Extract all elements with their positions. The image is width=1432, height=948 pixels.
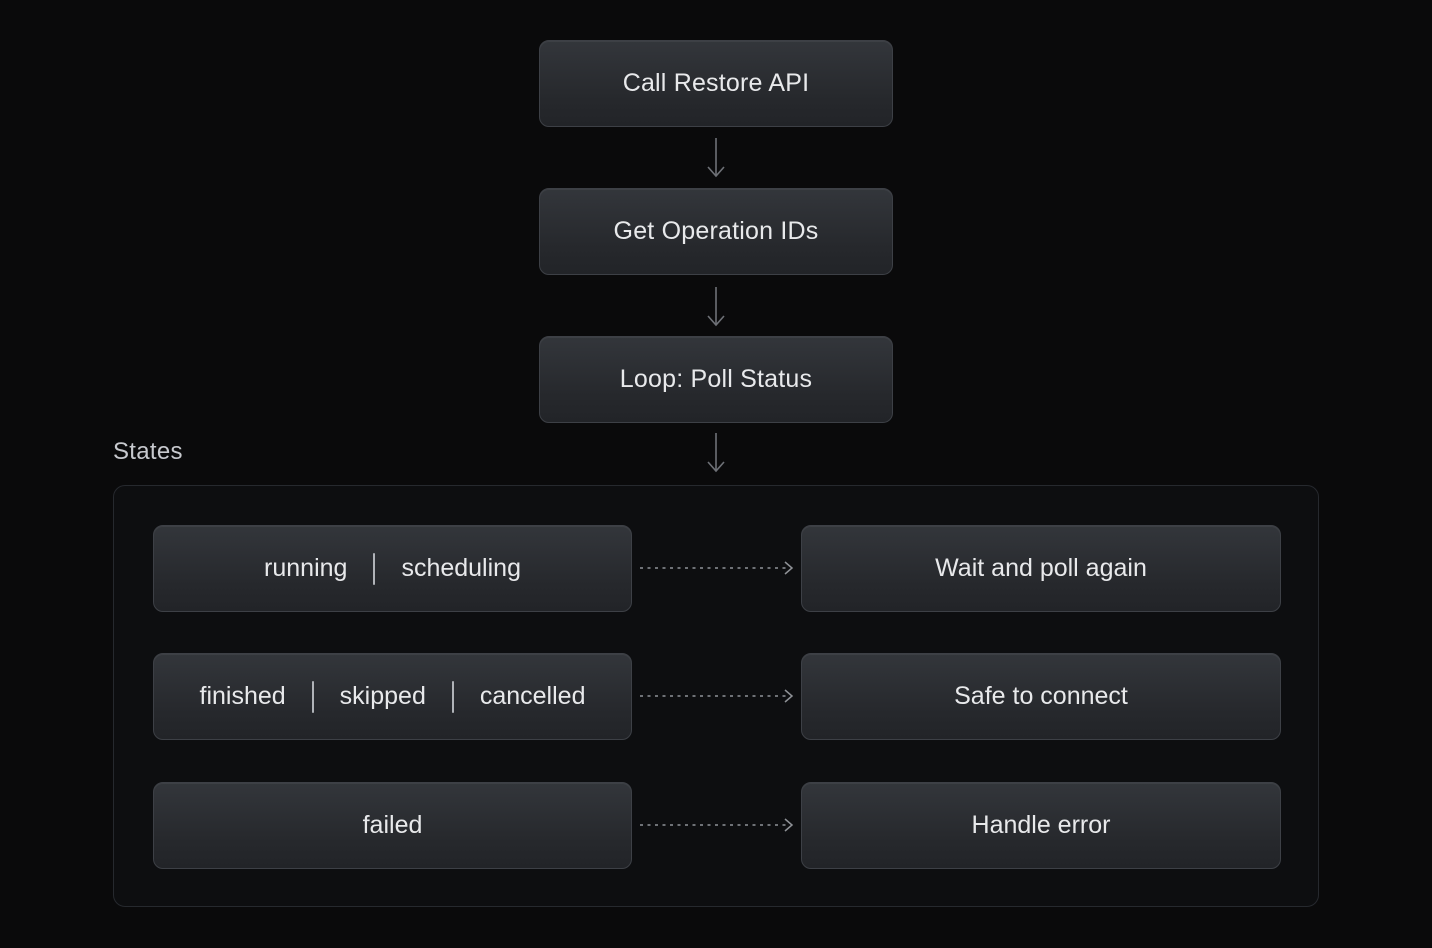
down-arrow-icon (707, 287, 725, 327)
state-label: finished (199, 682, 286, 710)
down-arrow-icon (707, 138, 725, 178)
state-label: failed (362, 811, 423, 839)
states-section-title: States (113, 438, 183, 465)
state-separator (311, 680, 314, 713)
outcome-label: Wait and poll again (935, 554, 1147, 582)
dashed-right-arrow-icon (640, 561, 794, 575)
flow-node-label: Call Restore API (622, 69, 810, 97)
down-arrow-icon (707, 433, 725, 473)
outcome-label: Handle error (971, 811, 1111, 839)
state-box-failed: failed (153, 782, 632, 869)
states-container: running scheduling Wait and poll again f… (113, 485, 1319, 907)
flow-node-label: Loop: Poll Status (619, 365, 813, 393)
state-separator (373, 552, 376, 585)
state-box-finished-skipped-cancelled: finished skipped cancelled (153, 653, 632, 740)
flow-node-loop-poll-status: Loop: Poll Status (539, 336, 893, 423)
state-label: running (264, 554, 348, 582)
flow-node-label: Get Operation IDs (613, 217, 819, 245)
dashed-right-arrow-icon (640, 689, 794, 703)
outcome-box-safe-to-connect: Safe to connect (801, 653, 1281, 740)
dashed-right-arrow-icon (640, 818, 794, 832)
outcome-label: Safe to connect (954, 682, 1128, 710)
state-separator (451, 680, 454, 713)
state-label: scheduling (401, 554, 521, 582)
flow-node-call-restore-api: Call Restore API (539, 40, 893, 127)
state-box-running-scheduling: running scheduling (153, 525, 632, 612)
outcome-box-handle-error: Handle error (801, 782, 1281, 869)
flow-node-get-operation-ids: Get Operation IDs (539, 188, 893, 275)
state-label: cancelled (479, 682, 586, 710)
outcome-box-wait-and-poll-again: Wait and poll again (801, 525, 1281, 612)
state-label: skipped (339, 682, 426, 710)
